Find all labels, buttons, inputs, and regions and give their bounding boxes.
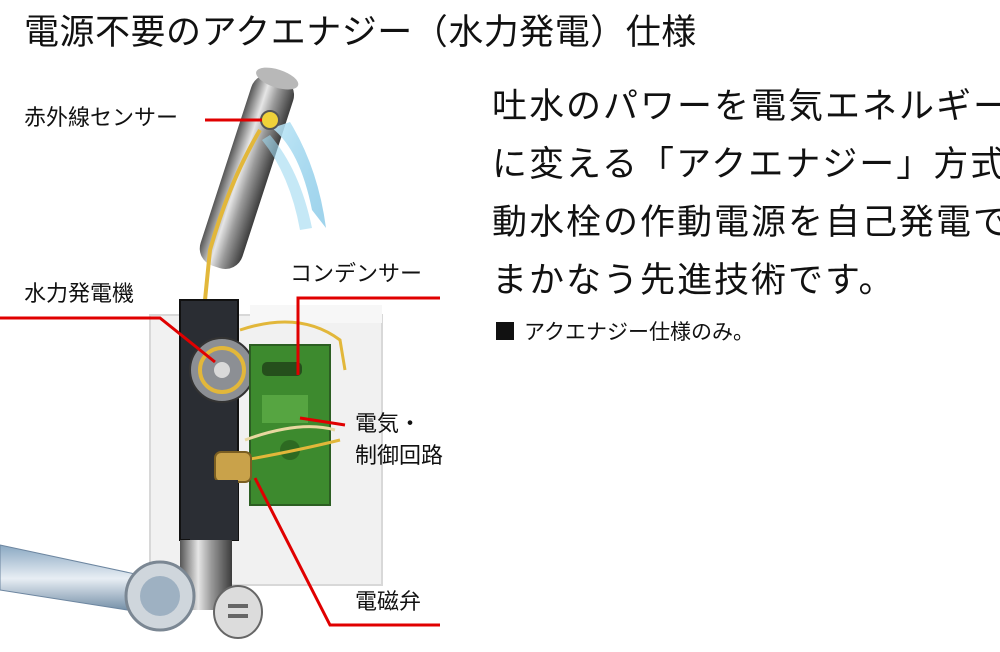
note: アクエナジー仕様のみ。 [496,316,754,346]
label-solenoid-valve: 電磁弁 [355,590,421,616]
description-line-4: まかなう先進技術です。 [492,252,992,310]
note-text: アクエナジー仕様のみ。 [524,316,754,346]
description-line-1: 吐水のパワーを電気エネルギー [492,78,992,136]
label-infrared-sensor: 赤外線センサー [24,106,178,132]
label-condenser: コンデンサー [290,262,422,288]
supply-pipe [0,545,140,612]
black-square-icon [496,322,514,340]
description-line-3: 動水栓の作動電源を自己発電で [492,194,992,252]
infrared-sensor-icon [261,111,279,129]
description: 吐水のパワーを電気エネルギー に変える「アクエナジー」方式。自 動水栓の作動電源… [492,78,992,310]
hydro-generator-icon [190,338,254,402]
description-line-2: に変える「アクエナジー」方式。自 [492,136,992,194]
label-circuit-line1: 電気・ [355,412,421,438]
label-circuit-line2: 制御回路 [355,444,443,470]
label-hydro-generator: 水力発電機 [24,282,134,308]
